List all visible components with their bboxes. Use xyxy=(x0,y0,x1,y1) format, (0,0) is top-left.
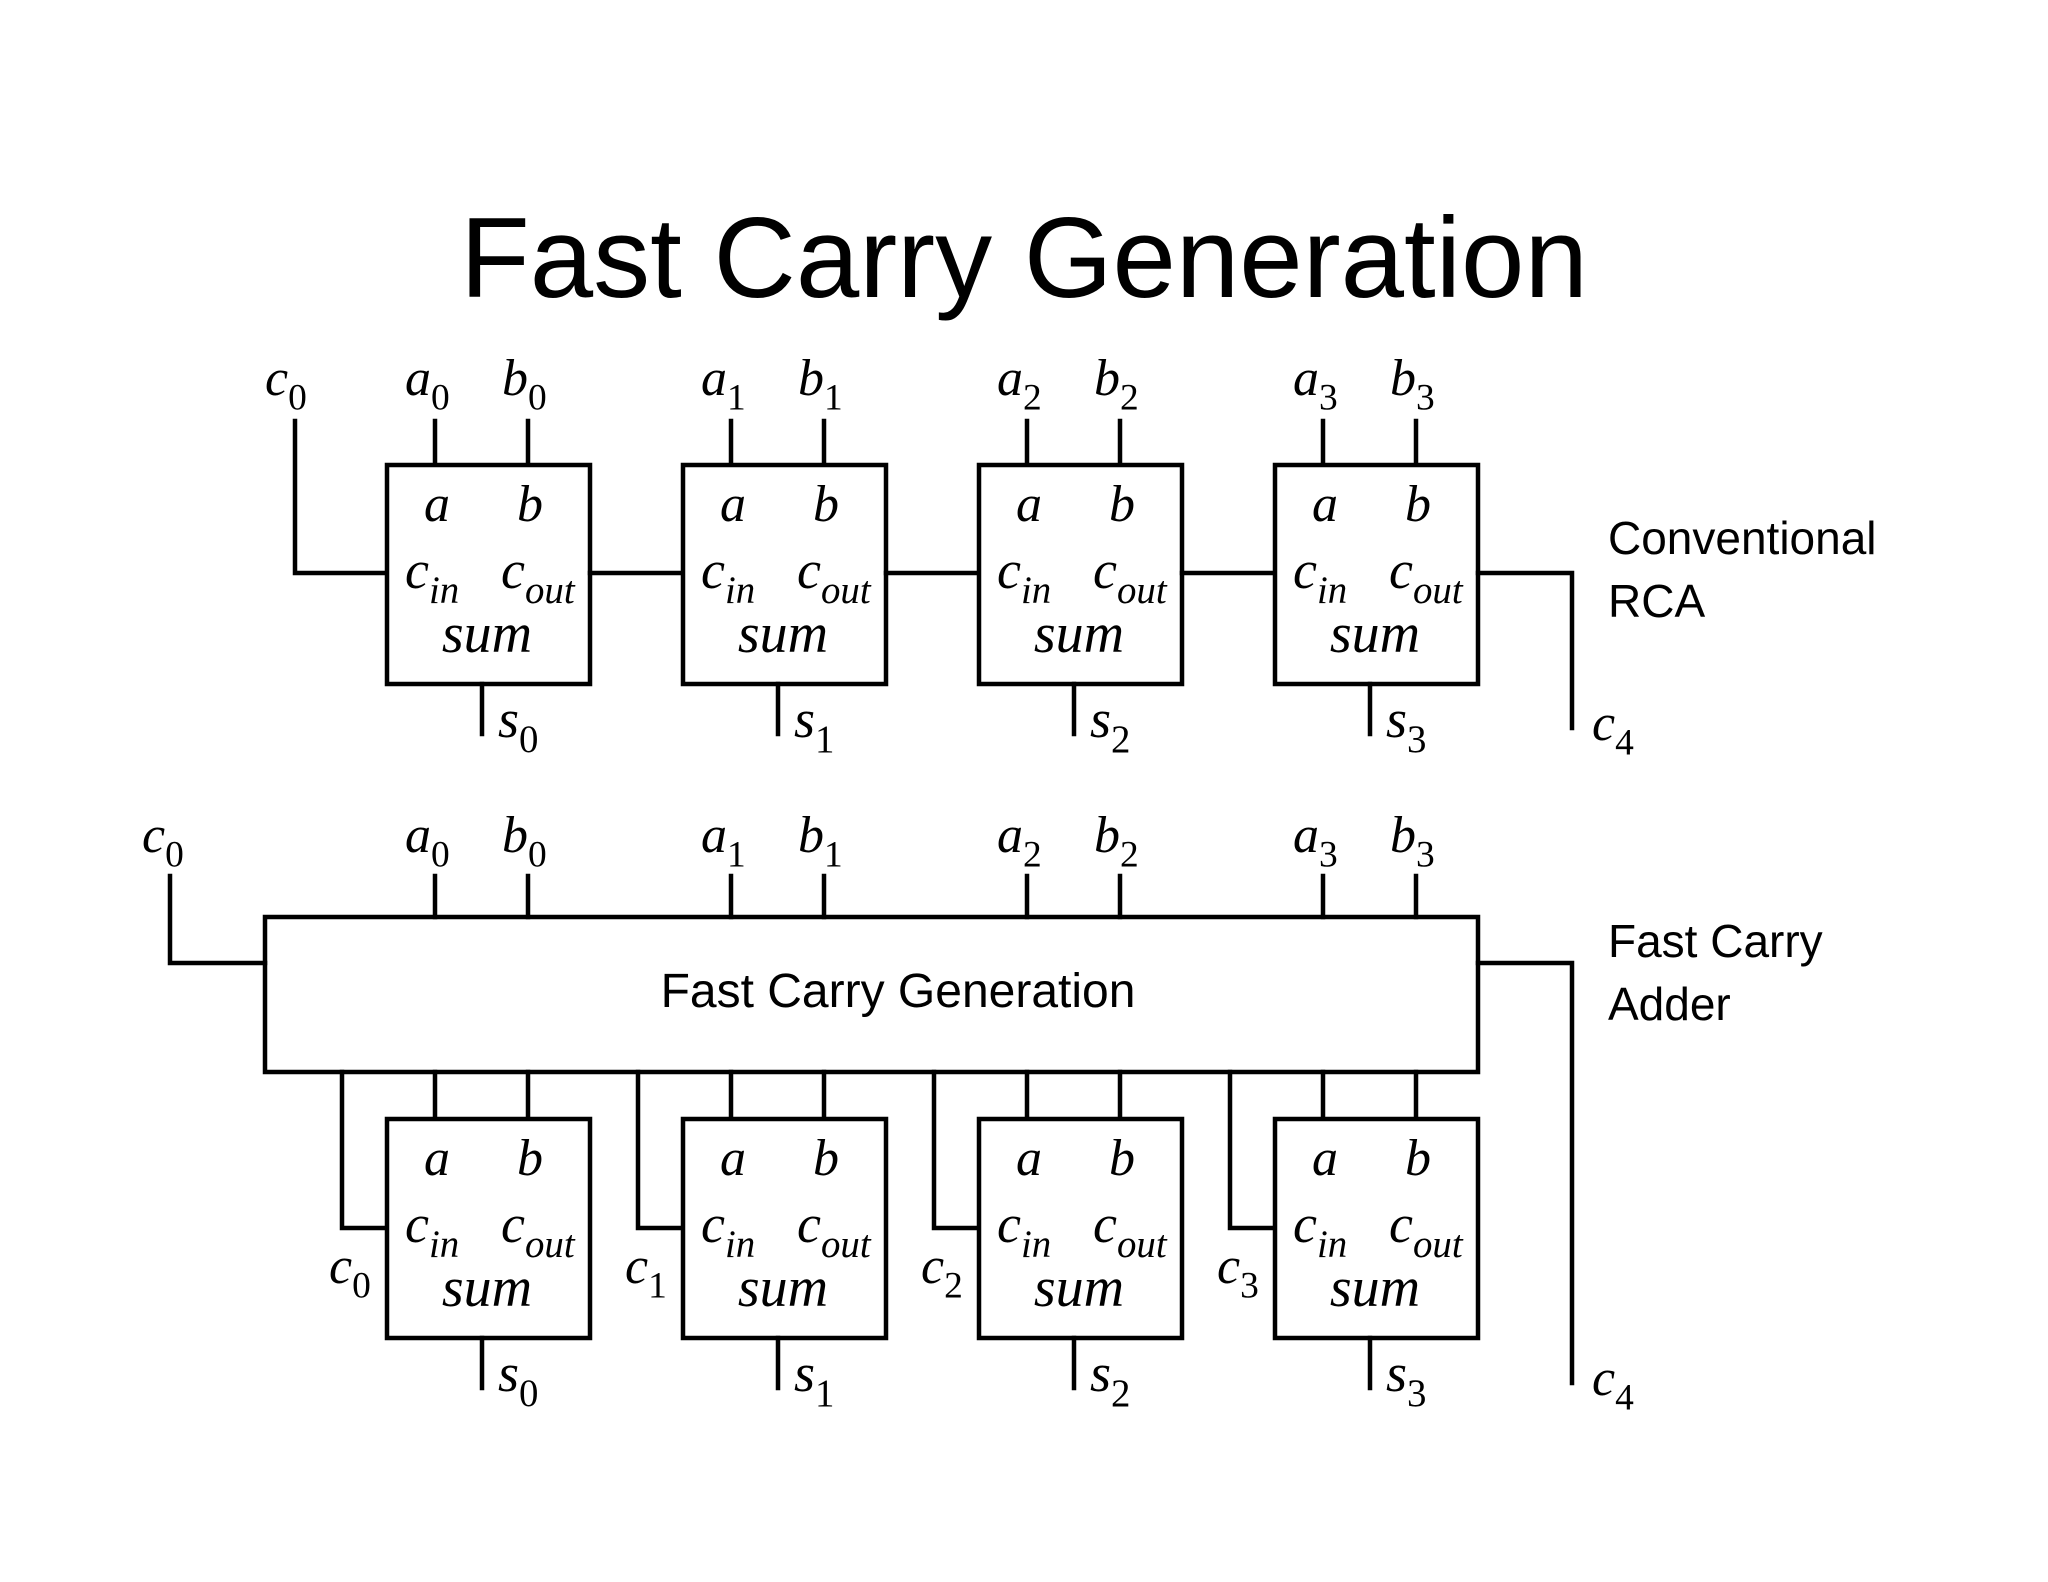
fca-c1-carry-label: c1 xyxy=(625,1238,667,1307)
fca-caption-line2: Adder xyxy=(1608,978,1731,1030)
fca-a3-label: a3 xyxy=(1293,807,1338,876)
fcg-block xyxy=(262,914,1481,1075)
rca-a1-label: a1 xyxy=(701,350,746,419)
fca-carry-wire-1 xyxy=(635,1069,686,1231)
fca-b2-label: b2 xyxy=(1094,807,1139,876)
fcg-block-label: Fast Carry Generation xyxy=(661,965,1136,1018)
fca-cell-0-cout-label: cout xyxy=(501,1194,576,1266)
rca-cell-2-cin-label: cin xyxy=(997,540,1051,612)
fca-c2-carry-label: c2 xyxy=(921,1238,963,1307)
rca-cell-2-a-label: a xyxy=(1016,476,1042,533)
rca-c0-label: c0 xyxy=(265,350,307,419)
rca-c4-label: c4 xyxy=(1592,695,1634,764)
fca-c0-carry-label: c0 xyxy=(329,1238,371,1307)
fca-cell-3-s-label: s3 xyxy=(1386,1343,1426,1415)
fca-cell-0-sum-label: sum xyxy=(442,1257,532,1319)
fca-cell-2-cout-label: cout xyxy=(1093,1194,1168,1266)
fca-cell-3-cin-label: cin xyxy=(1293,1194,1347,1266)
fca-cell-1-a-label: a xyxy=(720,1130,746,1187)
rca-cell-0 xyxy=(384,462,593,687)
rca-cell-3-s-label: s3 xyxy=(1386,689,1426,761)
fca-cell-0 xyxy=(384,1116,593,1341)
fca-cell-2-b-label: b xyxy=(1109,1130,1135,1187)
fca-carry-wire-3 xyxy=(1227,1069,1278,1231)
rca-cell-2-sum-label: sum xyxy=(1034,603,1124,665)
rca-cell-1 xyxy=(680,462,889,687)
fca-cell-3-cout-label: cout xyxy=(1389,1194,1464,1266)
rca-b1-label: b1 xyxy=(798,350,843,419)
rca-cell-1-sum-label: sum xyxy=(738,603,828,665)
fca-a1-label: a1 xyxy=(701,807,746,876)
fca-a0-label: a0 xyxy=(405,807,450,876)
rca-a2-label: a2 xyxy=(997,350,1042,419)
fca-cell-2-a-label: a xyxy=(1016,1130,1042,1187)
rca-cell-0-cin-label: cin xyxy=(405,540,459,612)
rca-cell-1-s-label: s1 xyxy=(794,689,834,761)
rca-cell-2-s-label: s2 xyxy=(1090,689,1130,761)
fca-cell-3-b-label: b xyxy=(1405,1130,1431,1187)
rca-cell-3-a-label: a xyxy=(1312,476,1338,533)
fca-cell-1-sum-label: sum xyxy=(738,1257,828,1319)
rca-a0-label: a0 xyxy=(405,350,450,419)
rca-cell-3 xyxy=(1272,462,1481,687)
rca-caption-line1: Conventional xyxy=(1608,512,1877,564)
fca-cell-0-cin-label: cin xyxy=(405,1194,459,1266)
rca-cell-0-s-label: s0 xyxy=(498,689,538,761)
fca-b0-label: b0 xyxy=(502,807,547,876)
fca-cell-1-b-label: b xyxy=(813,1130,839,1187)
fca-b3-label: b3 xyxy=(1390,807,1435,876)
fca-b1-label: b1 xyxy=(798,807,843,876)
rca-b3-label: b3 xyxy=(1390,350,1435,419)
rca-cell-1-cout-label: cout xyxy=(797,540,872,612)
fca-cell-2 xyxy=(976,1116,1185,1341)
fca-cell-1-cin-label: cin xyxy=(701,1194,755,1266)
rca-c4-wire xyxy=(1475,570,1575,731)
fca-cell-3-sum-label: sum xyxy=(1330,1257,1420,1319)
fca-cell-1 xyxy=(680,1116,889,1341)
rca-cell-2 xyxy=(976,462,1185,687)
rca-cell-0-a-label: a xyxy=(424,476,450,533)
rca-cell-0-b-label: b xyxy=(517,476,543,533)
fca-carry-wire-2 xyxy=(931,1069,982,1231)
rca-cell-0-sum-label: sum xyxy=(442,603,532,665)
rca-cell-1-b-label: b xyxy=(813,476,839,533)
fca-a2-label: a2 xyxy=(997,807,1042,876)
fca-cell-1-s-label: s1 xyxy=(794,1343,834,1415)
fca-cell-0-a-label: a xyxy=(424,1130,450,1187)
fca-cell-3 xyxy=(1272,1116,1481,1341)
rca-cell-2-b-label: b xyxy=(1109,476,1135,533)
fca-c3-carry-label: c3 xyxy=(1217,1238,1259,1307)
fca-cell-0-s-label: s0 xyxy=(498,1343,538,1415)
rca-cell-1-cin-label: cin xyxy=(701,540,755,612)
rca-b2-label: b2 xyxy=(1094,350,1139,419)
fca-caption-line1: Fast Carry xyxy=(1608,915,1823,967)
fca-c0-label: c0 xyxy=(142,807,184,876)
fca-cell-2-s-label: s2 xyxy=(1090,1343,1130,1415)
fca-c0-wire xyxy=(167,873,268,966)
fca-carry-wire-0 xyxy=(339,1069,390,1231)
fca-cell-2-cin-label: cin xyxy=(997,1194,1051,1266)
fca-c4-label: c4 xyxy=(1592,1350,1634,1419)
fca-cell-1-cout-label: cout xyxy=(797,1194,872,1266)
rca-cell-3-cout-label: cout xyxy=(1389,540,1464,612)
rca-b0-label: b0 xyxy=(502,350,547,419)
page-title: Fast Carry Generation xyxy=(460,195,1588,322)
rca-cell-3-cin-label: cin xyxy=(1293,540,1347,612)
rca-caption-line2: RCA xyxy=(1608,575,1705,627)
fca-cell-3-a-label: a xyxy=(1312,1130,1338,1187)
rca-cell-3-sum-label: sum xyxy=(1330,603,1420,665)
rca-cell-0-cout-label: cout xyxy=(501,540,576,612)
rca-c0-wire xyxy=(292,418,390,576)
fca-cell-2-sum-label: sum xyxy=(1034,1257,1124,1319)
rca-a3-label: a3 xyxy=(1293,350,1338,419)
rca-cell-2-cout-label: cout xyxy=(1093,540,1168,612)
fca-cell-0-b-label: b xyxy=(517,1130,543,1187)
fca-c4-wire xyxy=(1475,960,1575,1386)
rca-cell-1-a-label: a xyxy=(720,476,746,533)
rca-cell-3-b-label: b xyxy=(1405,476,1431,533)
